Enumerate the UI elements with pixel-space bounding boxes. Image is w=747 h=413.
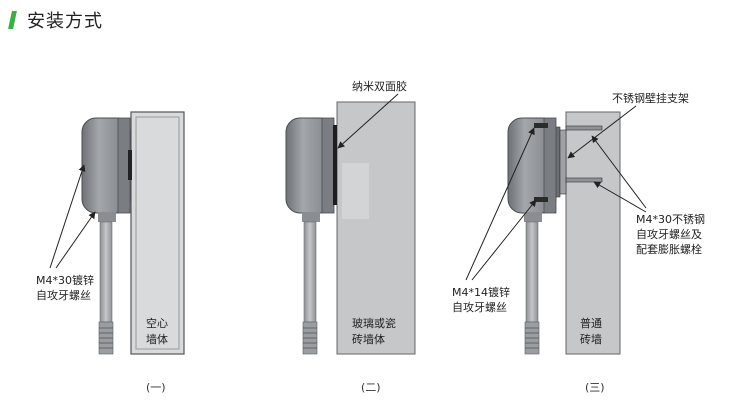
wall-label-line2: 墙体 bbox=[146, 332, 168, 346]
wall-label-line1: 空心 bbox=[146, 316, 168, 330]
solid-wall bbox=[336, 101, 416, 355]
panel-brick-wall: 不锈钢壁挂支架 M4*30不锈钢 自攻牙螺丝及 配套膨胀螺栓 M4*14镀锌 自… bbox=[452, 91, 705, 394]
leader-screw-3b bbox=[471, 199, 537, 281]
page-title: 安装方式 bbox=[27, 11, 103, 32]
hollow-wall bbox=[130, 111, 185, 355]
bolt-label-line1: M4*30不锈钢 bbox=[636, 213, 705, 226]
bracket-label: 不锈钢壁挂支架 bbox=[612, 91, 689, 105]
leader-bracket bbox=[567, 105, 637, 159]
leader-screw-1b bbox=[55, 211, 96, 269]
mounting-screw-bottom bbox=[534, 197, 548, 202]
panel-hollow-wall: M4*30镀锌 自攻牙螺丝 空心 墙体 (一) bbox=[36, 111, 185, 394]
sensor-device bbox=[285, 117, 337, 355]
panel-glass-tile-wall: 纳米双面胶 玻璃或瓷 砖墙体 (二) bbox=[285, 79, 416, 394]
section-header: 安装方式 bbox=[8, 6, 103, 34]
screw-label-line1: M4*30镀锌 bbox=[36, 273, 94, 287]
wall-label-line1: 普通 bbox=[580, 316, 602, 330]
probe-vent bbox=[524, 321, 540, 355]
leader-bolt-b bbox=[593, 181, 647, 213]
panel-caption: (一) bbox=[146, 381, 166, 394]
probe-vent bbox=[98, 321, 114, 355]
mounting-screw-top bbox=[534, 123, 548, 128]
wall-bracket bbox=[555, 125, 603, 198]
hollow-wall-inner bbox=[135, 116, 180, 350]
sensor-device bbox=[81, 117, 132, 355]
wall-label-line2: 砖墙体 bbox=[352, 332, 385, 346]
wall-label-line1: 玻璃或瓷 bbox=[352, 316, 396, 330]
leader-screw-3a bbox=[465, 127, 535, 281]
tile-patch bbox=[342, 163, 369, 219]
leader-bolt-a bbox=[591, 135, 647, 209]
wall-label-line2: 砖墙 bbox=[580, 332, 602, 346]
screw-label-line2: 自攻牙螺丝 bbox=[452, 300, 507, 314]
probe-vent bbox=[302, 321, 318, 355]
screw-label-line1: M4*14镀锌 bbox=[452, 285, 510, 299]
tape-label: 纳米双面胶 bbox=[352, 79, 407, 93]
bolt-label-line3: 配套膨胀螺栓 bbox=[636, 242, 702, 256]
leader-tape bbox=[337, 93, 399, 149]
panel-caption: (二) bbox=[361, 381, 381, 394]
screw-label-line2: 自攻牙螺丝 bbox=[36, 288, 91, 302]
panel-caption: (三) bbox=[585, 381, 605, 394]
leader-screw-1a bbox=[49, 164, 86, 269]
sensor-device bbox=[507, 117, 557, 355]
bolt-label-line2: 自攻牙螺丝及 bbox=[636, 227, 702, 241]
double-sided-tape bbox=[333, 125, 337, 205]
